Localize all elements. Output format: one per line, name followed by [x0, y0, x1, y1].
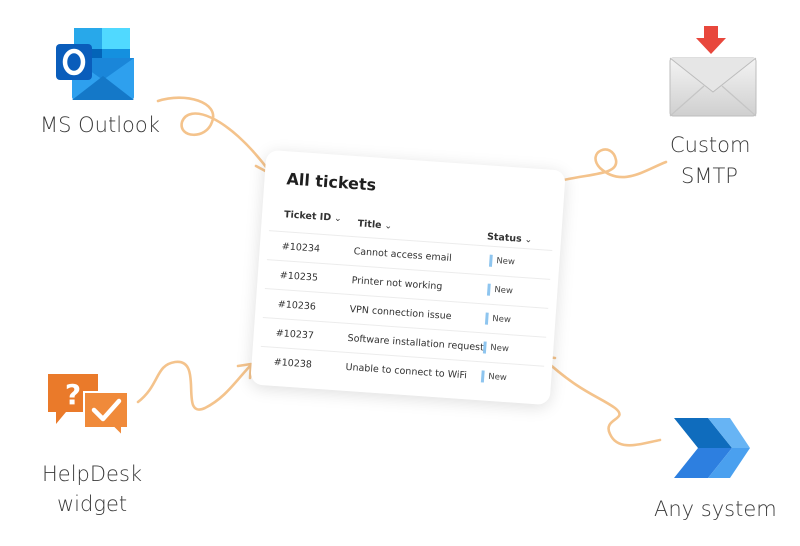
arrow-any-system: [543, 358, 662, 447]
ticket-id-cell: #10235: [279, 270, 319, 284]
ticket-id-cell: #10238: [273, 356, 313, 371]
source-label-helpdesk-line2: widget: [57, 492, 128, 516]
ticket-id-cell: #10237: [275, 327, 315, 342]
arrow-helpdesk: [136, 360, 252, 411]
column-header-title[interactable]: Title⌄: [357, 218, 393, 232]
source-label-any-system: Any system: [654, 497, 777, 521]
ticket-title-cell: Software installation request: [347, 332, 485, 354]
source-label-smtp-line1: Custom: [670, 133, 751, 157]
column-header-status[interactable]: Status⌄: [486, 231, 533, 246]
column-header-ticket-id[interactable]: Ticket ID⌄: [283, 209, 342, 225]
status-badge: New: [482, 341, 510, 356]
ticket-title-cell: Cannot access email: [353, 246, 453, 264]
ticket-title-cell: VPN connection issue: [349, 304, 452, 323]
chevron-down-icon: ⌄: [384, 221, 393, 232]
status-badge: New: [480, 370, 508, 385]
chevron-down-icon: ⌄: [333, 213, 342, 225]
chevron-down-icon: ⌄: [524, 235, 533, 246]
ticket-title-cell: Unable to connect to WiFi: [345, 361, 468, 382]
status-badge: New: [486, 283, 514, 298]
arrow-outlook: [156, 96, 272, 174]
ticket-title-cell: Printer not working: [351, 275, 443, 293]
source-label-smtp-line2: SMTP: [681, 164, 738, 188]
ticket-id-cell: #10236: [277, 298, 317, 313]
status-badge: New: [488, 254, 516, 269]
power-automate-logo-icon: [674, 418, 750, 478]
tickets-card: All tickets Ticket ID⌄ Title⌄ Status⌄ #1…: [250, 149, 566, 406]
source-label-helpdesk-line1: HelpDesk: [42, 462, 143, 486]
status-badge: New: [484, 312, 512, 327]
source-label-outlook: MS Outlook: [40, 113, 160, 137]
outlook-logo-icon: [56, 28, 134, 100]
chat-question-check-icon: ?: [48, 374, 129, 438]
arrowhead-helpdesk: [236, 362, 253, 380]
incoming-envelope-icon: [669, 26, 757, 117]
ticket-id-cell: #10234: [281, 241, 321, 255]
card-title: All tickets: [285, 169, 377, 195]
svg-text:?: ?: [65, 378, 81, 411]
